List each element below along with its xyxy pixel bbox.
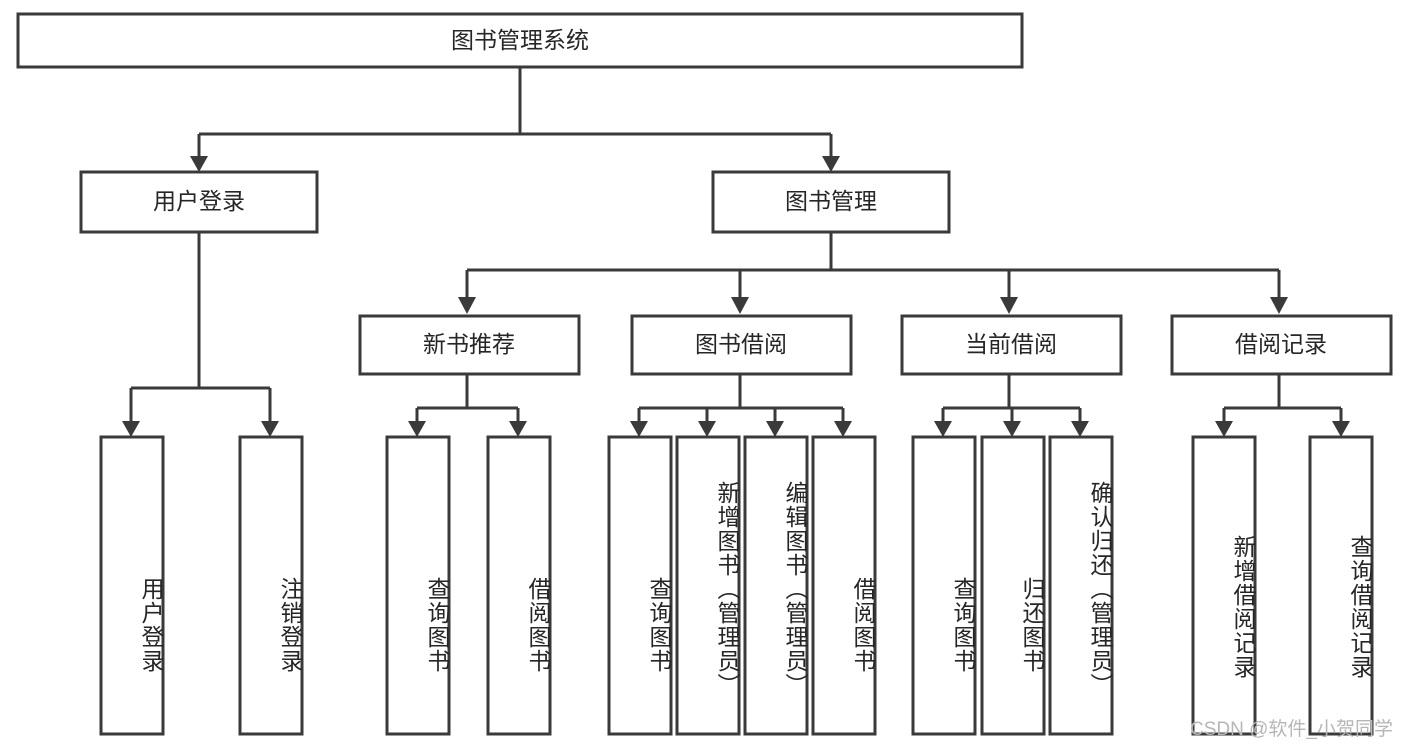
node-root-box[interactable] [16,12,1024,69]
node-leaf-cb-query-box[interactable] [911,435,977,736]
node-leaf-nbr-query-box[interactable] [385,435,451,736]
node-leaf-user-logout-box[interactable] [238,435,304,736]
arrowhead-leaf-bb-borrow [834,421,852,437]
node-leaf-bb-edit-box[interactable] [743,435,809,736]
arrowhead-leaf-cb-confirm [1071,421,1089,437]
node-leaf-bb-borrow-box[interactable] [811,435,877,736]
arrowhead-leaf-bb-query [630,421,648,437]
node-book-manage-label: 图书管理 [785,188,877,214]
node-borrow-record-box[interactable] [1170,314,1393,376]
node-root[interactable]: 图书管理系统 [16,12,1024,69]
node-book-borrow[interactable]: 图书借阅 [630,314,853,376]
connector-layer [122,67,1350,437]
node-current-borrow-box[interactable] [900,314,1123,376]
node-borrow-record[interactable]: 借阅记录 [1170,314,1393,376]
arrowhead-new-book-rec [458,297,476,314]
node-user-login-box[interactable] [79,170,319,234]
arrowhead-book-manage [822,156,840,172]
arrowhead-current-borrow [1000,297,1018,314]
arrowhead-leaf-bb-edit [766,421,784,437]
arrowhead-leaf-cb-query [934,421,952,437]
arrowhead-leaf-bb-add [698,421,716,437]
node-leaf-br-add-box[interactable] [1191,435,1257,736]
node-user-login[interactable]: 用户登录 [79,170,319,234]
node-leaf-cb-confirm-box[interactable] [1048,435,1114,736]
node-current-borrow-label: 当前借阅 [965,331,1057,357]
node-user-login-label: 用户登录 [153,188,245,214]
node-current-borrow[interactable]: 当前借阅 [900,314,1123,376]
leaf-box-layer [99,435,1374,736]
node-leaf-nbr-borrow-box[interactable] [486,435,552,736]
arrowhead-leaf-user-logout [261,421,279,437]
arrowhead-book-borrow [731,297,749,314]
node-leaf-bb-query-box[interactable] [607,435,673,736]
node-borrow-record-label: 借阅记录 [1235,331,1327,357]
node-book-borrow-label: 图书借阅 [695,331,787,357]
node-new-book-rec-box[interactable] [358,314,581,376]
arrowhead-leaf-nbr-query [408,421,426,437]
node-leaf-br-query-box[interactable] [1308,435,1374,736]
node-new-book-rec-label: 新书推荐 [423,331,515,357]
arrowhead-leaf-br-add [1215,421,1233,437]
arrowhead-leaf-cb-return [1003,421,1021,437]
arrowhead-user-login [190,156,208,172]
node-leaf-bb-add-box[interactable] [675,435,741,736]
arrowhead-leaf-nbr-borrow [509,421,527,437]
node-new-book-rec[interactable]: 新书推荐 [358,314,581,376]
node-root-label: 图书管理系统 [451,27,589,53]
node-book-manage[interactable]: 图书管理 [711,170,951,234]
arrowhead-leaf-user-login [122,421,140,437]
arrowhead-leaf-br-query [1332,421,1350,437]
node-leaf-user-login-box[interactable] [99,435,165,736]
node-leaf-cb-return-box[interactable] [980,435,1046,736]
arrowhead-borrow-record [1270,297,1288,314]
node-book-manage-box[interactable] [711,170,951,234]
node-book-borrow-box[interactable] [630,314,853,376]
